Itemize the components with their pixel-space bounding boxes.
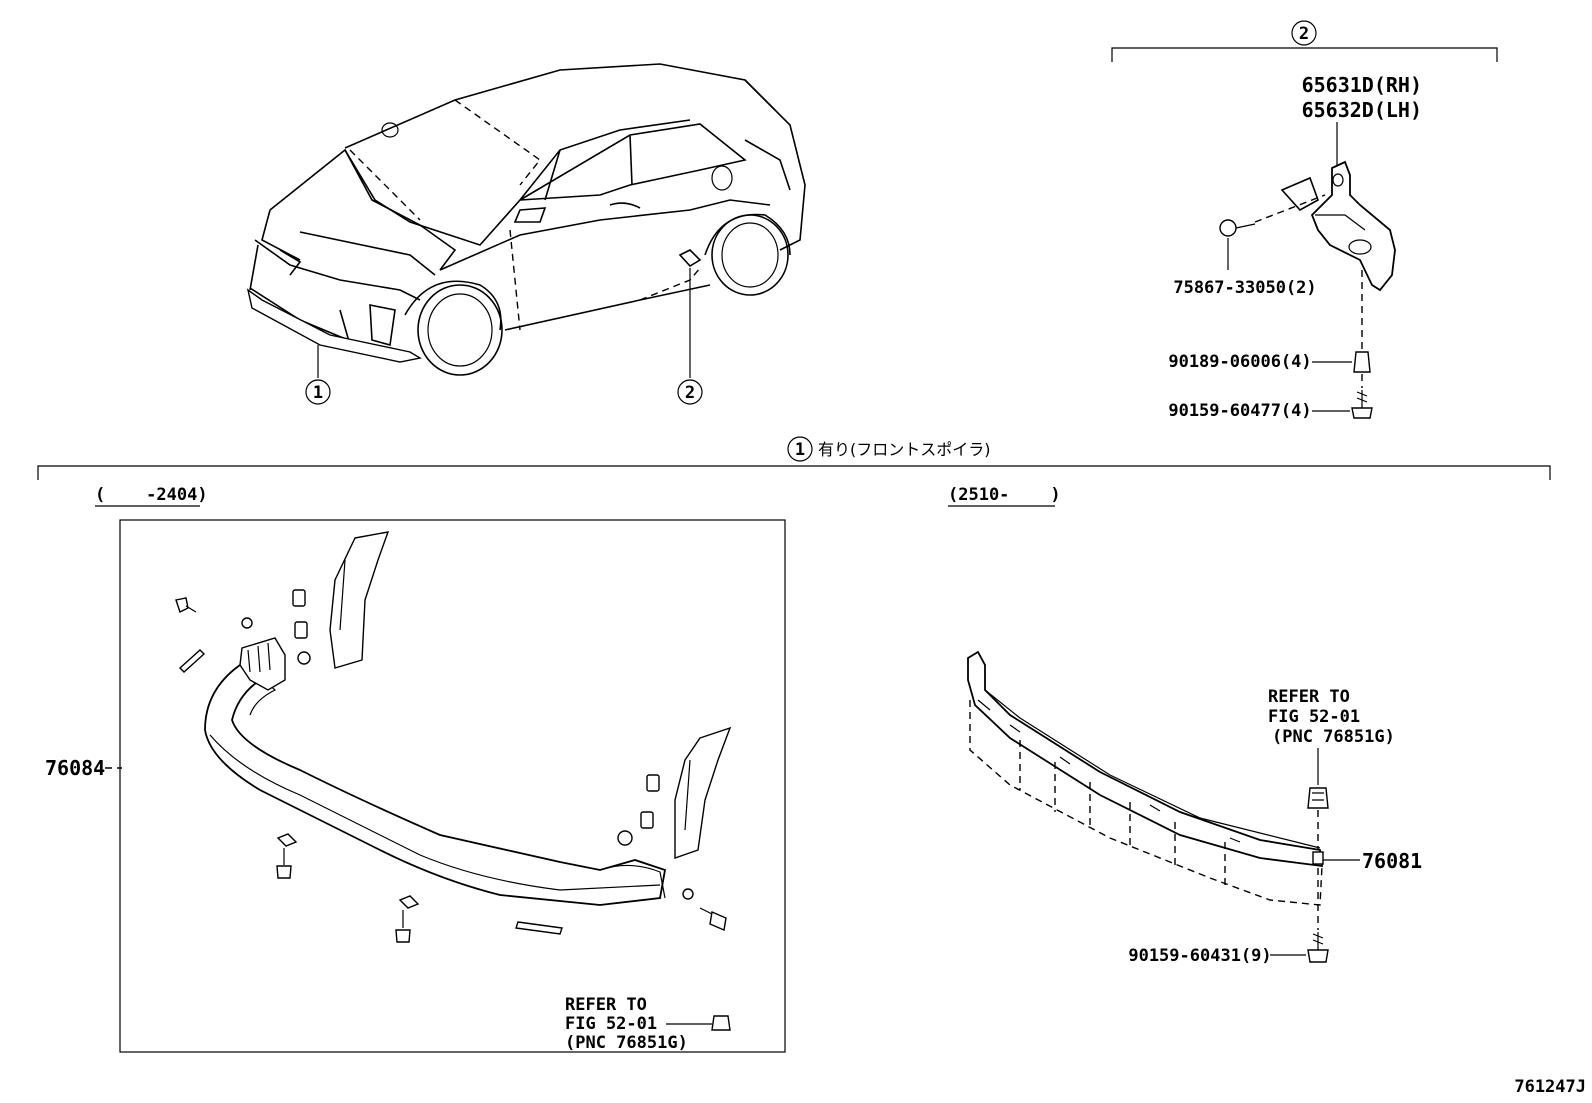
svg-text:2: 2 [685, 383, 695, 403]
section-1-header: 1 有り(フロントスポイラ) [37, 436, 1551, 480]
bracket-part [1280, 160, 1396, 292]
svg-text:1: 1 [795, 440, 805, 460]
marker-1: 1 [305, 379, 331, 405]
svg-text:(PNC 76851G): (PNC 76851G) [565, 1033, 688, 1053]
front-spoiler-assy [175, 531, 732, 943]
svg-text:2: 2 [1299, 24, 1309, 44]
bolt-label: 90159-60477(4) [1168, 401, 1311, 421]
nut-label: 90189-06006(4) [1168, 352, 1311, 372]
bracket-lh-label: 65632D(LH) [1302, 98, 1422, 122]
left-part-label: 76084 [45, 756, 105, 780]
front-spoiler-new [967, 650, 1324, 906]
bracket-rh-label: 65631D(RH) [1302, 73, 1422, 97]
group-2-bracket: 2 [1111, 20, 1498, 62]
screw-part [1219, 194, 1326, 270]
marker-2: 2 [677, 379, 703, 405]
right-part-label: 76081 [1362, 849, 1422, 873]
right-bolt-label: 90159-60431(9) [1128, 946, 1271, 966]
left-range-label: ( -2404) [95, 485, 208, 505]
svg-text:REFER TO: REFER TO [1268, 687, 1350, 707]
screw-label: 75867-33050(2) [1173, 278, 1316, 298]
nut-part [1312, 351, 1371, 373]
left-refer-note: REFER TO FIG 52-01 (PNC 76851G) [565, 995, 731, 1053]
svg-text:FIG 52-01: FIG 52-01 [565, 1014, 657, 1034]
left-detail-box [119, 519, 786, 1053]
right-range-label: (2510- ) [948, 485, 1061, 505]
right-refer-note: REFER TO FIG 52-01 (PNC 76851G) [1268, 687, 1395, 850]
svg-text:FIG 52-01: FIG 52-01 [1268, 707, 1360, 727]
svg-text:有り(フロントスポイラ): 有り(フロントスポイラ) [818, 440, 991, 459]
bolt-part [1312, 390, 1373, 419]
right-bolt-part [1270, 932, 1329, 963]
car-illustration [246, 63, 806, 378]
figure-code: 761247J [1514, 1077, 1586, 1097]
svg-text:REFER TO: REFER TO [565, 995, 647, 1015]
svg-text:(PNC 76851G): (PNC 76851G) [1272, 727, 1395, 747]
svg-text:1: 1 [313, 383, 323, 403]
